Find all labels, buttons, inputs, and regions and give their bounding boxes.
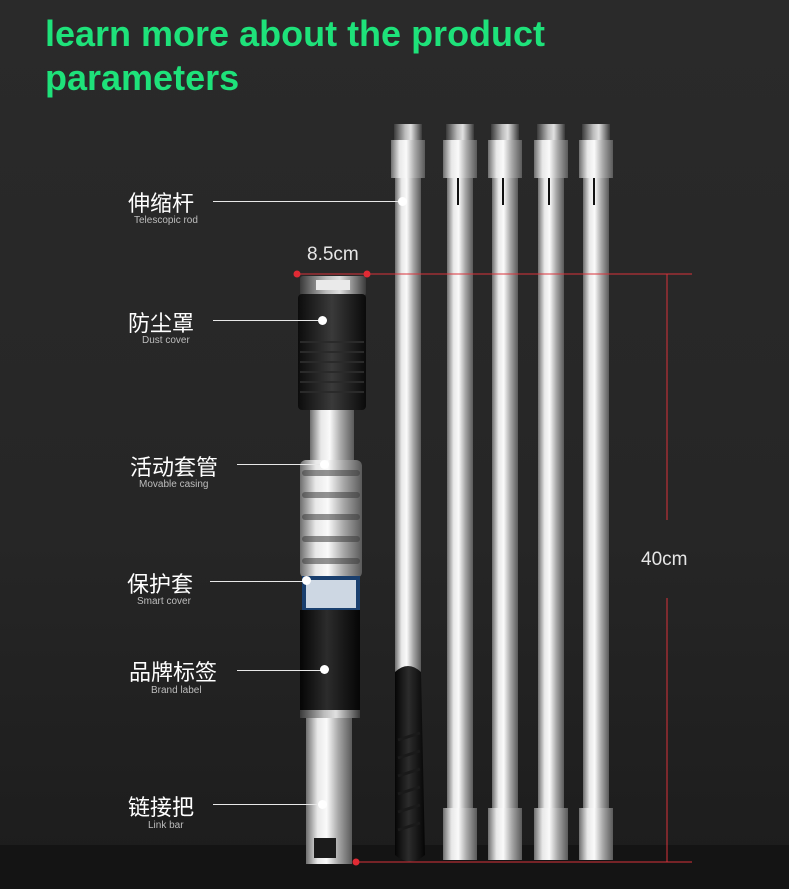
callout-dot xyxy=(398,197,407,206)
length-label: 40cm xyxy=(641,549,688,570)
callout-label-en: Brand label xyxy=(151,685,202,696)
callout-label-en: Link bar xyxy=(148,820,184,831)
rod-2 xyxy=(443,124,477,860)
callout-label-zh: 伸缩杆 xyxy=(128,192,195,217)
floor-shadow xyxy=(0,845,789,889)
rod-4 xyxy=(534,124,568,860)
width-dimension xyxy=(293,270,692,278)
callout-label-zh: 防尘罩 xyxy=(128,312,195,337)
callout-line xyxy=(213,201,401,202)
callout-label-zh: 保护套 xyxy=(127,573,194,598)
width-label: 8.5cm xyxy=(307,244,359,265)
callout-line xyxy=(213,804,321,805)
callout-dot xyxy=(318,316,327,325)
page-heading: learn more about the product parameters xyxy=(45,13,546,98)
callout-label-en: Dust cover xyxy=(142,335,190,346)
rod-3 xyxy=(488,124,522,860)
rod-1 xyxy=(391,124,425,862)
callout-label-zh: 链接把 xyxy=(128,796,195,821)
callout-label-en: Smart cover xyxy=(137,596,191,607)
callout-line xyxy=(213,320,319,321)
callout-dot xyxy=(302,576,311,585)
callout-dot xyxy=(318,800,327,809)
callout-line xyxy=(237,670,321,671)
rod-5 xyxy=(579,124,613,860)
telescopic-rod xyxy=(298,276,366,864)
callout-dot xyxy=(320,665,329,674)
callout-dot xyxy=(320,460,329,469)
callout-label-en: Movable casing xyxy=(139,479,209,490)
callout-label-zh: 品牌标签 xyxy=(129,661,218,686)
callout-line xyxy=(210,581,306,582)
callout-label-zh: 活动套管 xyxy=(130,456,219,481)
callout-label-en: Telescopic rod xyxy=(134,215,198,226)
length-dimension xyxy=(352,274,692,866)
callout-line xyxy=(237,464,325,465)
